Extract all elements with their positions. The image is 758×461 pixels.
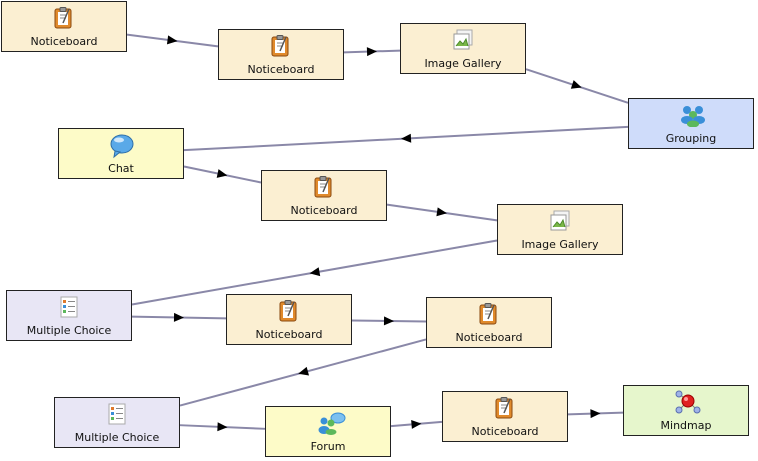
transition-arrow-2 xyxy=(366,47,377,57)
activity-node-noticeboard-5[interactable]: Noticeboard xyxy=(426,297,552,348)
node-label: Image Gallery xyxy=(521,238,599,251)
node-label: Noticeboard xyxy=(290,204,358,217)
node-label: Noticeboard xyxy=(255,328,323,341)
node-label: Image Gallery xyxy=(424,57,502,70)
clipboard-icon xyxy=(277,299,301,323)
node-label: Forum xyxy=(310,440,346,453)
group-people-icon xyxy=(679,103,705,128)
transition-arrow-13 xyxy=(590,409,601,419)
transition-arrow-10 xyxy=(298,366,309,376)
activity-node-noticeboard-4[interactable]: Noticeboard xyxy=(226,294,352,345)
transition-arrow-3 xyxy=(570,80,582,89)
activity-node-noticeboard-6[interactable]: Noticeboard xyxy=(442,391,568,442)
activity-node-multiple-choice-2[interactable]: Multiple Choice xyxy=(54,397,180,448)
node-label: Grouping xyxy=(665,132,717,145)
clipboard-icon xyxy=(52,6,76,30)
image-gallery-icon xyxy=(451,28,475,52)
transition-arrow-6 xyxy=(436,207,447,217)
transition-arrow-11 xyxy=(217,422,228,432)
transition-arrow-8 xyxy=(173,312,184,322)
activity-node-noticeboard-3[interactable]: Noticeboard xyxy=(261,170,387,221)
node-label: Noticeboard xyxy=(455,331,523,344)
activity-node-noticeboard-1[interactable]: Noticeboard xyxy=(1,1,127,52)
transition-arrow-12 xyxy=(411,419,422,429)
activity-node-noticeboard-2[interactable]: Noticeboard xyxy=(218,29,344,80)
transition-arrow-4 xyxy=(401,133,412,143)
activity-node-image-gallery-2[interactable]: Image Gallery xyxy=(497,204,623,255)
mindmap-icon xyxy=(674,390,701,414)
node-label: Noticeboard xyxy=(247,63,315,76)
transition-arrow-7 xyxy=(309,267,321,277)
node-label: Multiple Choice xyxy=(74,431,160,444)
clipboard-icon xyxy=(493,396,517,420)
transition-arrow-9 xyxy=(383,316,394,326)
node-label: Noticeboard xyxy=(30,35,98,48)
transition-arrow-5 xyxy=(216,169,228,178)
activity-node-grouping[interactable]: Grouping xyxy=(628,98,754,149)
node-label: Noticeboard xyxy=(471,425,539,438)
checklist-icon xyxy=(105,402,129,426)
clipboard-icon xyxy=(477,302,501,326)
node-label: Multiple Choice xyxy=(26,324,112,337)
image-gallery-icon xyxy=(548,209,572,233)
chat-bubble-icon xyxy=(109,133,134,159)
forum-icon xyxy=(316,411,346,435)
checklist-icon xyxy=(57,295,81,319)
activity-node-multiple-choice-1[interactable]: Multiple Choice xyxy=(6,290,132,341)
activity-node-forum[interactable]: Forum xyxy=(265,406,391,457)
activity-node-mindmap[interactable]: Mindmap xyxy=(623,385,749,436)
activity-node-image-gallery-1[interactable]: Image Gallery xyxy=(400,23,526,74)
clipboard-icon xyxy=(269,34,293,58)
node-label: Mindmap xyxy=(660,419,712,432)
clipboard-icon xyxy=(312,175,336,199)
activity-node-chat[interactable]: Chat xyxy=(58,128,184,179)
transition-arrow-1 xyxy=(166,35,178,45)
node-label: Chat xyxy=(108,162,134,175)
